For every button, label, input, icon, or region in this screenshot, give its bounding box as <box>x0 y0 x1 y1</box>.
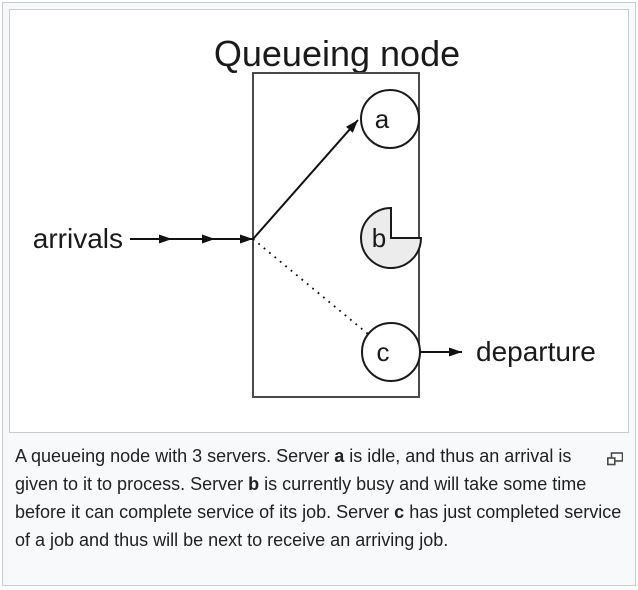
diagram-image[interactable]: Queueing node arrivals a b c <box>9 9 629 433</box>
server-b-busy-shape <box>360 206 423 269</box>
departure-label: departure <box>476 336 596 367</box>
queueing-node-box <box>252 72 420 398</box>
queueing-diagram: Queueing node arrivals a b c <box>33 33 596 398</box>
arrivals-label: arrivals <box>33 223 123 254</box>
caption-text: A queueing node with 3 servers. Server a… <box>15 446 622 550</box>
server-b-label: b <box>372 223 386 253</box>
server-c-circle <box>361 322 421 382</box>
server-a-circle <box>360 89 420 149</box>
dotted-line-to-server-c <box>252 238 369 335</box>
figure-caption: A queueing node with 3 servers. Server a… <box>9 433 629 554</box>
magnify-icon[interactable] <box>607 446 624 466</box>
server-a-label: a <box>375 104 390 134</box>
arrow-to-server-a <box>252 119 359 240</box>
diagram-title: Queueing node <box>214 33 460 74</box>
server-c-label: c <box>377 337 390 367</box>
